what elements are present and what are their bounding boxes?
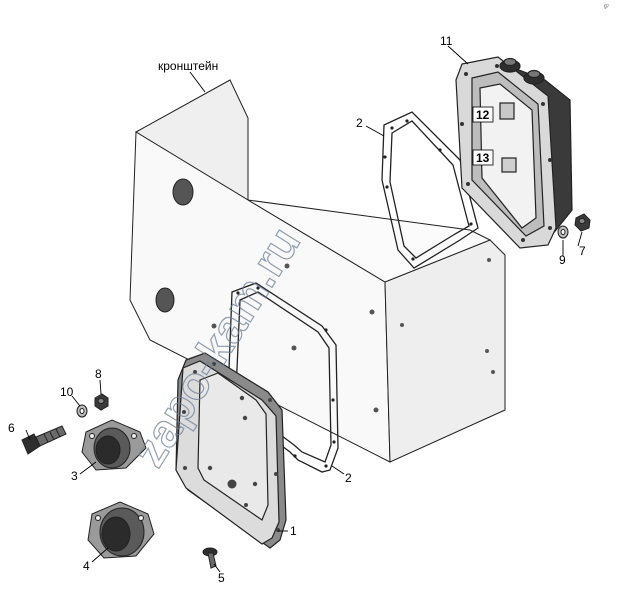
plate-1 [175,352,287,549]
callout-13: 13 [476,151,490,165]
label-bracket: кронштейн [158,59,218,73]
socket-3 [81,419,147,471]
bracket [129,79,506,463]
callout-9: 9 [559,253,566,267]
callout-2-upper: 2 [356,116,363,130]
bolt-6 [21,425,67,455]
callout-12-box: 12 [472,106,494,123]
callout-10: 10 [60,385,74,399]
callout-12: 12 [476,108,490,122]
callout-3: 3 [71,469,78,483]
callout-6: 6 [8,421,15,435]
washer-10 [76,404,88,418]
nut-8 [94,393,109,411]
callout-7: 7 [579,244,586,258]
nut-7 [574,213,591,232]
washer-9 [557,225,569,239]
callout-13-box: 13 [472,149,494,166]
callout-4: 4 [83,559,90,573]
leader-lines [25,45,583,573]
callout-8: 8 [95,367,102,381]
callout-11: 11 [440,34,453,48]
socket-4 [87,501,155,559]
callout-2-lower: 2 [345,471,352,485]
callout-5: 5 [218,571,225,585]
callout-1: 1 [290,524,297,538]
corner-mark: ᵍ⁷ [604,4,610,11]
